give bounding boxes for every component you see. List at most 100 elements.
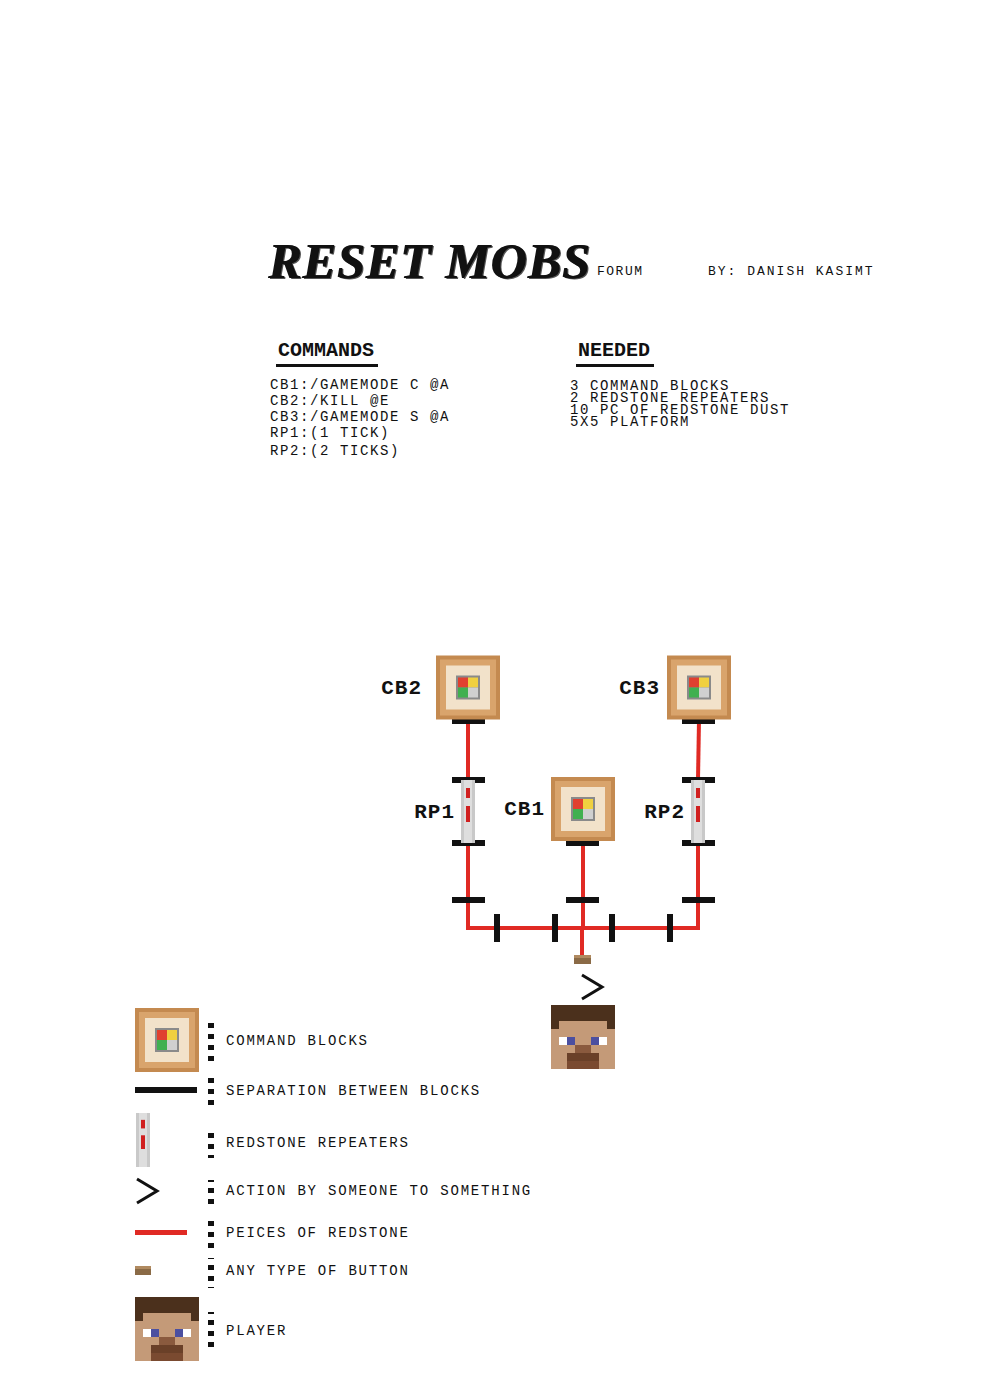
action-chevron xyxy=(582,975,602,999)
shape xyxy=(555,781,611,837)
legend-text: PLAYER xyxy=(226,1324,287,1338)
shape xyxy=(551,1005,615,1069)
shape xyxy=(157,1040,167,1050)
command-line: RP1:(1 TICK) xyxy=(270,426,390,440)
legend-swatch xyxy=(135,1230,187,1235)
command-line: CB3:/GAMEMODE S @A xyxy=(270,410,450,424)
redstone-repeater: RP1 xyxy=(461,780,475,843)
command-block-icon xyxy=(667,655,731,720)
shape xyxy=(466,806,470,822)
node-label: CB1 xyxy=(504,799,545,820)
shape xyxy=(452,897,485,903)
shape xyxy=(155,1028,179,1052)
shape xyxy=(575,1045,591,1053)
command-block-icon xyxy=(551,777,615,841)
redstone-wire xyxy=(466,720,470,780)
shape xyxy=(552,914,558,942)
shape xyxy=(208,1128,214,1158)
shape xyxy=(691,780,705,843)
shape xyxy=(141,1135,145,1149)
shape xyxy=(151,1329,159,1337)
command-line: CB1:/GAMEMODE C @A xyxy=(270,378,450,392)
shape xyxy=(689,678,699,688)
needed-item: 5X5 PLATFORM xyxy=(570,415,690,429)
node-label: RP1 xyxy=(414,801,455,822)
legend-text: REDSTONE REPEATERS xyxy=(226,1136,410,1150)
shape xyxy=(607,1021,615,1029)
shape xyxy=(573,809,583,819)
legend-player-head xyxy=(135,1297,199,1361)
repeater-icon xyxy=(136,1113,150,1167)
shape xyxy=(559,1037,567,1045)
shape xyxy=(574,955,591,964)
shape xyxy=(667,656,731,720)
command-block: CB3 xyxy=(667,655,731,720)
command-line: RP2:(2 TICKS) xyxy=(270,444,400,458)
shape xyxy=(464,780,472,843)
shape xyxy=(135,1297,199,1313)
shape xyxy=(135,1266,151,1269)
command-block: CB2 xyxy=(436,655,500,720)
title: RESET MOBS xyxy=(268,236,591,286)
shape xyxy=(208,1022,214,1062)
shape xyxy=(696,788,700,798)
shape xyxy=(137,1179,157,1203)
shape xyxy=(583,799,593,809)
separation-bars xyxy=(452,718,715,942)
shape xyxy=(699,688,709,698)
shape xyxy=(573,799,583,809)
shape xyxy=(136,1113,150,1167)
redstone-wire xyxy=(698,720,699,780)
legend-command-block xyxy=(135,1008,199,1072)
shape xyxy=(682,897,715,903)
shape xyxy=(139,1113,147,1167)
command-block: CB1 xyxy=(551,777,615,841)
shape xyxy=(135,1297,199,1361)
shape xyxy=(436,656,500,720)
shape xyxy=(694,780,702,843)
shape xyxy=(167,1040,177,1050)
shape xyxy=(143,1329,151,1337)
shape xyxy=(609,914,615,942)
shape xyxy=(175,1329,183,1337)
shape xyxy=(208,1258,214,1288)
shape xyxy=(458,688,468,698)
shape xyxy=(591,1037,599,1045)
shape xyxy=(671,660,727,716)
shape xyxy=(667,914,673,942)
shape xyxy=(567,1037,575,1045)
shape xyxy=(456,676,480,700)
shape xyxy=(468,688,478,698)
legend-text: ACTION BY SOMEONE TO SOMETHING xyxy=(226,1184,532,1198)
legend-dots xyxy=(208,1022,214,1352)
legend-chevron xyxy=(137,1179,157,1203)
redstone-wire xyxy=(468,841,583,928)
shape xyxy=(468,678,478,688)
legend-repeater xyxy=(136,1113,150,1167)
shape xyxy=(440,660,496,716)
shape xyxy=(551,777,615,841)
shape xyxy=(157,1030,167,1040)
shape xyxy=(677,666,721,710)
shape xyxy=(599,1037,607,1045)
button-symbol xyxy=(574,955,591,964)
repeater-icon xyxy=(691,780,705,843)
shape xyxy=(135,1266,151,1275)
shape xyxy=(208,1312,214,1352)
shape xyxy=(141,1120,145,1129)
shape xyxy=(494,914,500,942)
shape xyxy=(466,788,470,798)
redstone-wire xyxy=(583,841,698,928)
redstone-wire xyxy=(580,928,584,956)
shape xyxy=(551,1021,559,1029)
shape xyxy=(574,955,591,958)
shape xyxy=(208,1180,214,1210)
shape xyxy=(135,1087,197,1093)
shape xyxy=(689,688,699,698)
redstone-repeater: RP2 xyxy=(691,780,705,843)
legend-button xyxy=(135,1266,151,1275)
shape xyxy=(446,666,490,710)
